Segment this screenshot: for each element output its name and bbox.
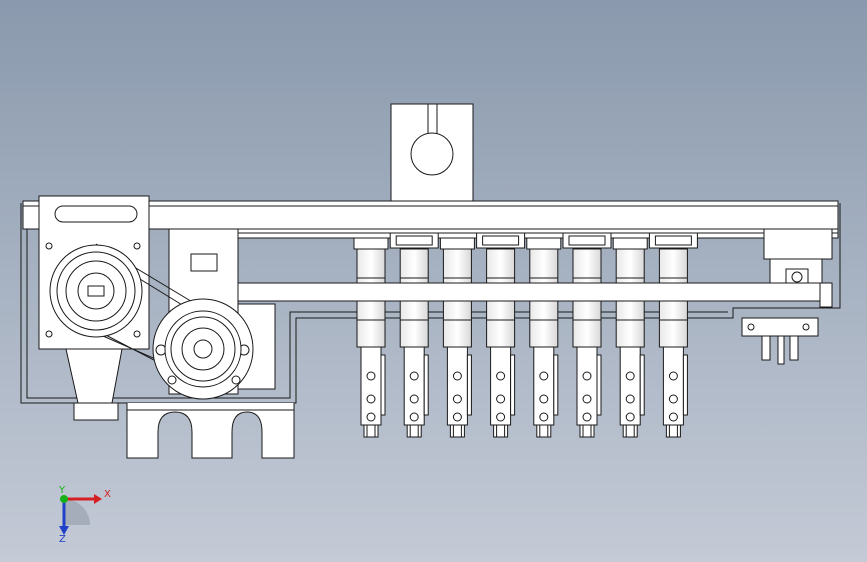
z-axis-head <box>59 526 69 535</box>
x-axis-head <box>94 494 102 504</box>
nozzle-assembly <box>439 237 475 438</box>
nozzle-assembly <box>389 232 439 438</box>
z-axis-label: Z <box>59 534 66 545</box>
nozzle-assembly <box>353 237 389 438</box>
x-axis-label: X <box>104 489 111 500</box>
bottom-support <box>126 403 295 459</box>
nozzle-assembly <box>526 237 562 438</box>
nozzle-row <box>353 232 698 438</box>
coordinate-triad: X Y Z <box>58 485 111 545</box>
top-mount-block <box>390 103 474 202</box>
frame-outline-inner <box>26 208 728 399</box>
nozzle-assembly <box>476 232 526 438</box>
y-axis-label: Y <box>58 485 66 496</box>
y-axis-dot <box>60 495 68 503</box>
nozzle-assembly <box>562 232 612 438</box>
nozzle-assembly <box>648 232 698 438</box>
main-beam <box>22 200 839 239</box>
nozzle-assembly <box>612 237 648 438</box>
left-pulley <box>49 244 143 338</box>
right-pulley <box>152 298 254 400</box>
